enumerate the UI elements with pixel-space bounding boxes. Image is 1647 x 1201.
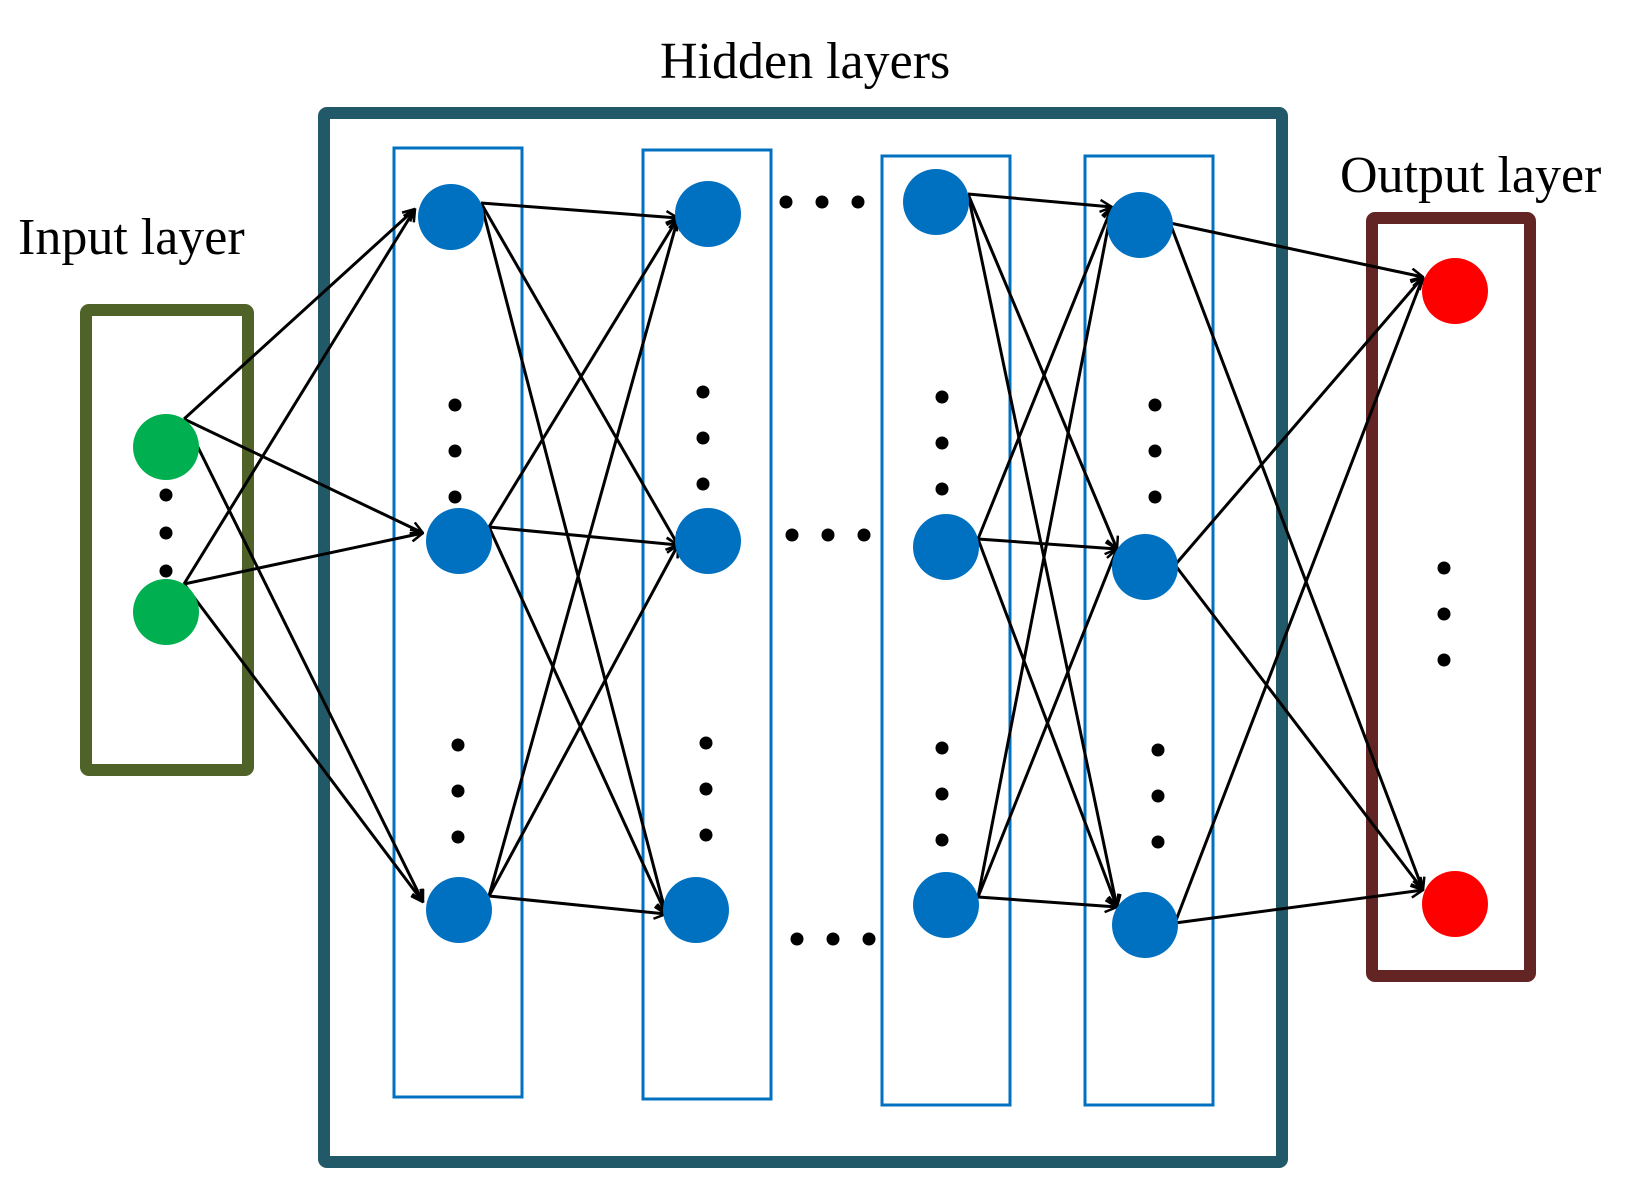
edge-hidden4-output	[1169, 221, 1423, 277]
hidden3-node-2	[913, 514, 979, 580]
edge-hidden1-hidden2	[479, 202, 666, 914]
hidden-layers-label: Hidden layers	[660, 33, 951, 90]
hidden4-ellipsis-top	[1148, 398, 1162, 412]
input-layer-box	[80, 304, 254, 776]
edge-hidden1-hidden2	[488, 894, 666, 914]
edge-hidden3-hidden4	[966, 193, 1117, 549]
hidden4-ellipsis-bottom	[1151, 835, 1165, 849]
hidden4-node-2	[1112, 534, 1178, 600]
edge-hidden4-output	[1173, 277, 1423, 566]
layer-gap-ellipsis-middle	[785, 528, 799, 542]
hidden4-ellipsis-bottom	[1151, 789, 1165, 803]
edge-hidden1-hidden2	[479, 202, 678, 545]
hidden4-ellipsis-top	[1148, 444, 1162, 458]
edge-hidden1-hidden2	[487, 218, 678, 897]
hidden2-ellipsis-top	[696, 477, 710, 491]
hidden-column-box-3	[880, 154, 1012, 1107]
edge-hidden1-hidden2	[487, 545, 678, 897]
hidden1-ellipsis-bottom	[451, 784, 465, 798]
hidden4-ellipsis-bottom	[1151, 743, 1165, 757]
hidden1-node-2	[426, 508, 492, 574]
hidden1-ellipsis-top	[448, 490, 462, 504]
hidden2-ellipsis-bottom	[699, 736, 713, 750]
hidden2-node-1	[675, 181, 741, 247]
hidden4-ellipsis-top	[1148, 490, 1162, 504]
hidden2-ellipsis-top	[696, 431, 710, 445]
layer-gap-ellipsis-top	[815, 195, 829, 209]
edge-hidden3-hidden4	[976, 207, 1112, 540]
edge-hidden3-hidden4	[967, 192, 1112, 207]
edge-hidden1-hidden2	[480, 201, 678, 218]
layer-gap-ellipsis-top	[851, 195, 865, 209]
hidden2-ellipsis-top	[696, 385, 710, 399]
input-node-1	[133, 414, 199, 480]
hidden-column-box-4	[1083, 154, 1215, 1107]
hidden4-node-1	[1107, 192, 1173, 258]
input-node-2	[133, 579, 199, 645]
hidden2-node-2	[675, 508, 741, 574]
edge-hidden4-output	[1173, 277, 1423, 924]
edge-input-hidden1	[182, 209, 415, 585]
edge-hidden3-hidden4	[976, 549, 1117, 898]
hidden-column-box-1	[392, 146, 524, 1099]
layer-gap-ellipsis-bottom	[790, 932, 804, 946]
hidden1-ellipsis-bottom	[451, 738, 465, 752]
hidden3-ellipsis-top	[935, 436, 949, 450]
hidden-layers-box	[318, 107, 1288, 1168]
output-node-2	[1422, 871, 1488, 937]
output-layer-label: Output layer	[1340, 147, 1602, 204]
hidden1-node-3	[426, 877, 492, 943]
output-ellipsis	[1437, 653, 1451, 667]
hidden3-node-1	[903, 169, 969, 235]
input-ellipsis	[159, 526, 173, 540]
hidden1-ellipsis-top	[448, 444, 462, 458]
edge-input-hidden1	[182, 418, 425, 902]
output-node-1	[1422, 258, 1488, 324]
input-ellipsis	[159, 488, 173, 502]
edge-input-hidden1	[182, 209, 415, 421]
hidden1-node-1	[418, 184, 484, 250]
layer-gap-ellipsis-bottom	[862, 932, 876, 946]
edge-hidden3-hidden4	[966, 193, 1117, 907]
hidden3-ellipsis-bottom	[935, 787, 949, 801]
edge-input-hidden1	[183, 533, 423, 586]
hidden3-node-3	[913, 872, 979, 938]
edge-hidden4-output	[1174, 890, 1423, 925]
edge-hidden1-hidden2	[487, 218, 678, 528]
hidden2-ellipsis-bottom	[699, 828, 713, 842]
hidden-column-box-2	[641, 148, 773, 1101]
input-layer-label: Input layer	[18, 209, 245, 266]
hidden1-ellipsis-bottom	[451, 830, 465, 844]
hidden3-ellipsis-top	[935, 390, 949, 404]
hidden2-ellipsis-bottom	[699, 782, 713, 796]
edge-hidden1-hidden2	[488, 525, 678, 545]
edge-hidden4-output	[1173, 564, 1423, 890]
input-ellipsis	[159, 564, 173, 578]
layer-gap-ellipsis-bottom	[826, 932, 840, 946]
layer-gap-ellipsis-middle	[821, 528, 835, 542]
edge-hidden3-hidden4	[976, 207, 1112, 898]
edge-hidden3-hidden4	[977, 895, 1117, 907]
edge-hidden4-output	[1168, 222, 1423, 890]
output-ellipsis	[1437, 561, 1451, 575]
output-layer-box	[1366, 212, 1536, 982]
edge-input-hidden1	[183, 417, 423, 533]
edge-input-hidden1	[182, 583, 423, 902]
hidden4-node-3	[1112, 892, 1178, 958]
layer-gap-ellipsis-middle	[857, 528, 871, 542]
hidden3-ellipsis-bottom	[935, 741, 949, 755]
hidden1-ellipsis-top	[448, 398, 462, 412]
hidden3-ellipsis-top	[935, 482, 949, 496]
hidden3-ellipsis-bottom	[935, 833, 949, 847]
layer-gap-ellipsis-top	[779, 195, 793, 209]
hidden2-node-3	[663, 877, 729, 943]
output-ellipsis	[1437, 607, 1451, 621]
edge-hidden1-hidden2	[487, 526, 666, 914]
